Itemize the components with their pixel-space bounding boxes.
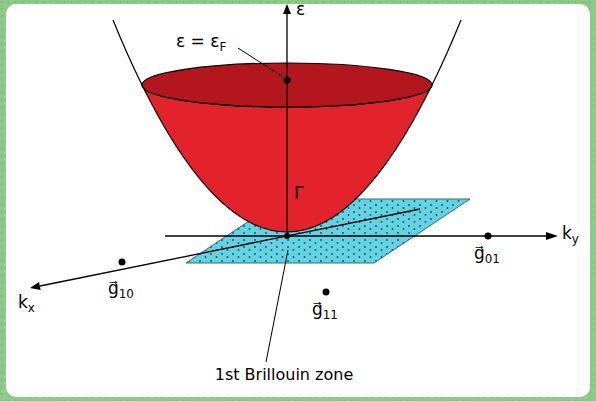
- label-subscript: y: [572, 232, 579, 246]
- axis-label: kx: [18, 293, 35, 316]
- kx-axis: [40, 209, 420, 286]
- label-subscript: 10: [119, 287, 134, 301]
- label-subscript: F: [219, 40, 226, 54]
- axis-label: ε: [296, 0, 305, 20]
- leader-line: [238, 48, 283, 77]
- label-main: g⃗: [474, 243, 485, 263]
- energy-axis: [286, 13, 287, 236]
- label-main: g⃗: [108, 278, 119, 298]
- lattice-point: [485, 233, 492, 240]
- arrowhead: [283, 4, 291, 14]
- fermi-dot: [284, 77, 291, 84]
- parabola-curve: [113, 20, 142, 85]
- lattice-point: [323, 289, 330, 296]
- leader-line: [266, 250, 288, 362]
- origin-dot: [284, 233, 290, 239]
- label-subscript: 11: [323, 308, 338, 322]
- point-label: Γ: [294, 184, 303, 204]
- label-main: k: [18, 292, 28, 312]
- label-subscript: 01: [485, 252, 500, 266]
- arrowhead: [546, 232, 558, 240]
- label-subscript: x: [28, 301, 35, 315]
- vector-label: g⃗11: [312, 300, 338, 323]
- parabola-curve: [432, 20, 461, 85]
- arrowhead: [30, 282, 41, 290]
- label-main: g⃗: [312, 299, 323, 319]
- zone-label: 1st Brillouin zone: [215, 366, 354, 384]
- axis-label: ky: [562, 224, 579, 247]
- fermi-energy-label: ε = εF: [176, 32, 226, 55]
- label-main: ε = ε: [176, 31, 219, 51]
- vector-label: g⃗01: [474, 244, 500, 267]
- lattice-point: [119, 259, 126, 266]
- vector-label: g⃗10: [108, 279, 134, 302]
- label-main: k: [562, 223, 572, 243]
- panel: [6, 4, 590, 397]
